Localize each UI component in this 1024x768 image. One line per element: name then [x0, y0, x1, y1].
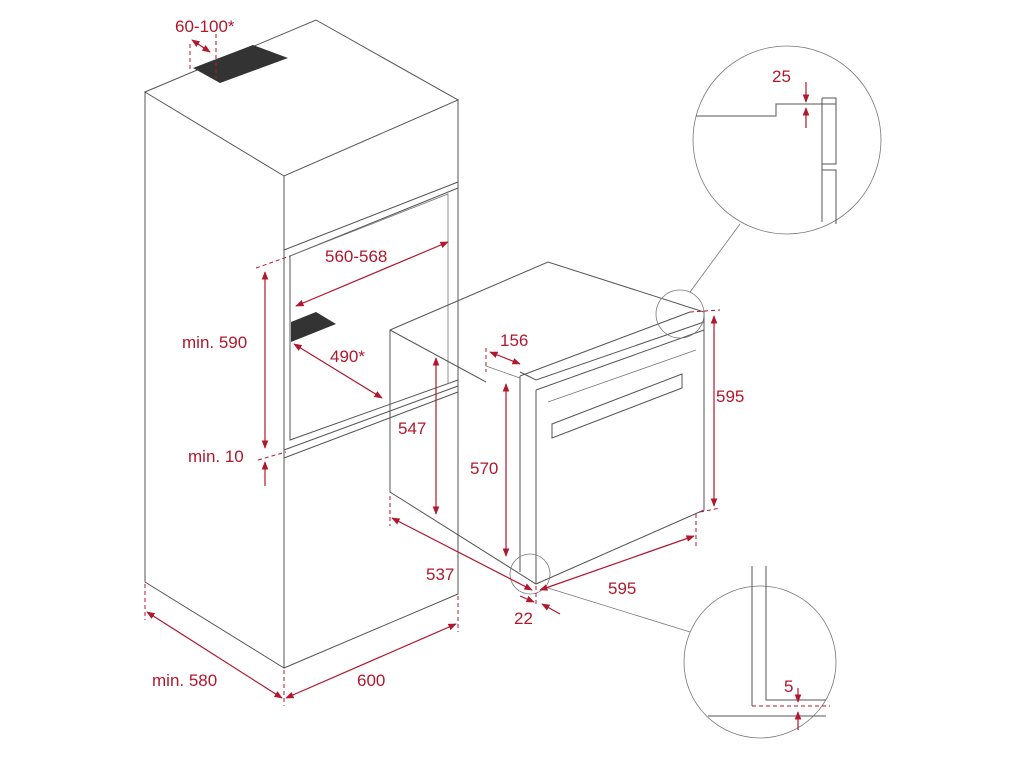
label-front-overhang: 22 [514, 609, 533, 628]
label-bottom-gap: min. 10 [188, 447, 244, 466]
label-detail-top-gap: 25 [772, 67, 791, 86]
detail-bottom [683, 566, 837, 739]
label-cabinet-width: 600 [357, 671, 385, 690]
label-top-vent: 60-100* [175, 17, 235, 36]
label-oven-width: 595 [608, 579, 636, 598]
label-oven-depth: 537 [426, 565, 454, 584]
tall-cabinet [143, 19, 460, 669]
label-oven-height: 595 [716, 387, 744, 406]
label-cabinet-depth: min. 580 [152, 671, 217, 690]
label-oven-body-height: 547 [398, 419, 426, 438]
label-oven-inner-height: 570 [470, 459, 498, 478]
detail-top [692, 45, 882, 235]
label-oven-top-step: 156 [500, 331, 528, 350]
top-vent-opening [193, 45, 288, 83]
oven [389, 261, 705, 585]
label-niche-height: min. 590 [182, 333, 247, 352]
label-detail-bottom-gap: 5 [784, 677, 793, 696]
niche-vent-opening [291, 312, 336, 342]
label-vent-depth: 490* [330, 347, 365, 366]
label-niche-width: 560-568 [325, 247, 387, 266]
detail-circle-top-marker [655, 289, 705, 339]
